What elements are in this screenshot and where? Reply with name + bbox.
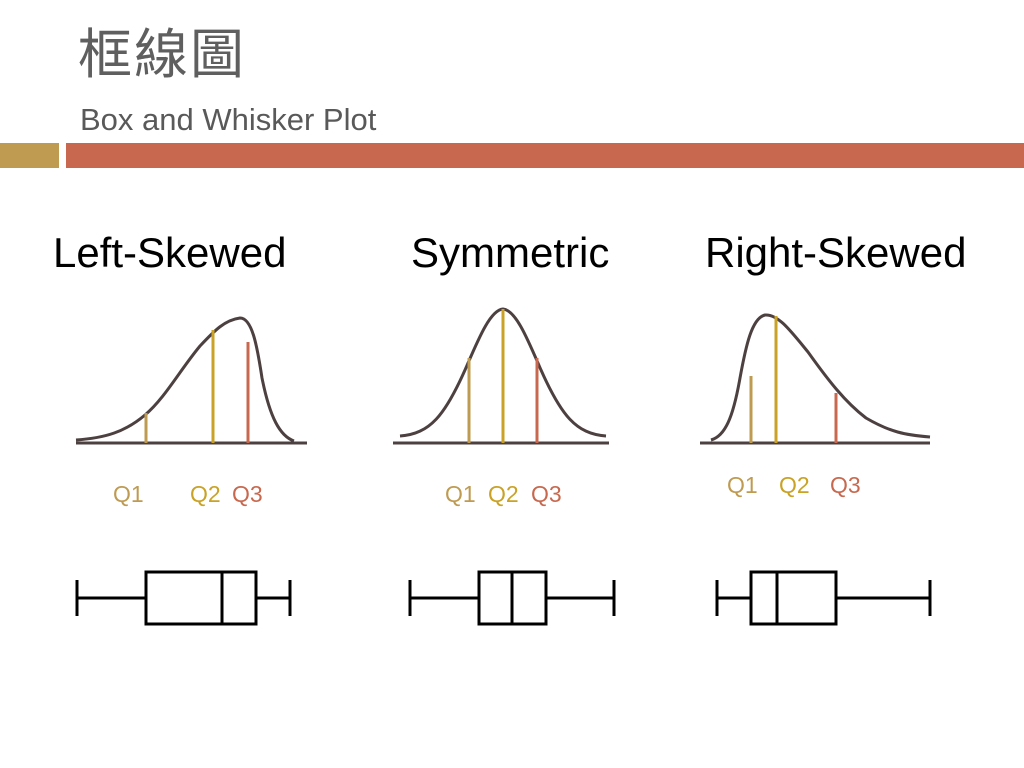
panel-title-left-skewed: Left-Skewed xyxy=(53,229,287,276)
slide-title-english: Box and Whisker Plot xyxy=(80,102,377,137)
panel-title-symmetric: Symmetric xyxy=(411,229,610,276)
right-box xyxy=(749,570,838,626)
left-q2-label: Q2 xyxy=(190,481,221,507)
right-q2-label: Q2 xyxy=(779,472,810,498)
symmetric-q2-label: Q2 xyxy=(488,481,519,507)
left-q1-label: Q1 xyxy=(113,481,144,507)
symmetric-q3-label: Q3 xyxy=(531,481,562,507)
symmetric-q1-label: Q1 xyxy=(445,481,476,507)
left-box xyxy=(144,570,258,626)
right-skewed-boxplot xyxy=(715,570,932,626)
right-skewed-distribution: Q1 Q2 Q3 xyxy=(700,313,931,498)
symmetric-distribution: Q1 Q2 Q3 xyxy=(393,307,609,507)
left-distribution-curve xyxy=(75,316,295,443)
left-q3-label: Q3 xyxy=(232,481,263,507)
panel-title-right-skewed: Right-Skewed xyxy=(705,229,967,276)
left-skewed-distribution: Q1 Q2 Q3 xyxy=(75,316,307,507)
right-q3-label: Q3 xyxy=(830,472,861,498)
slide-title-chinese: 框線圖 xyxy=(78,23,246,86)
header-accent-bar-gold xyxy=(0,143,59,168)
right-distribution-curve xyxy=(710,313,931,442)
header-accent-bar-rust xyxy=(66,143,1024,168)
right-q1-label: Q1 xyxy=(727,472,758,498)
left-skewed-boxplot xyxy=(75,570,292,626)
symmetric-boxplot xyxy=(408,570,616,626)
